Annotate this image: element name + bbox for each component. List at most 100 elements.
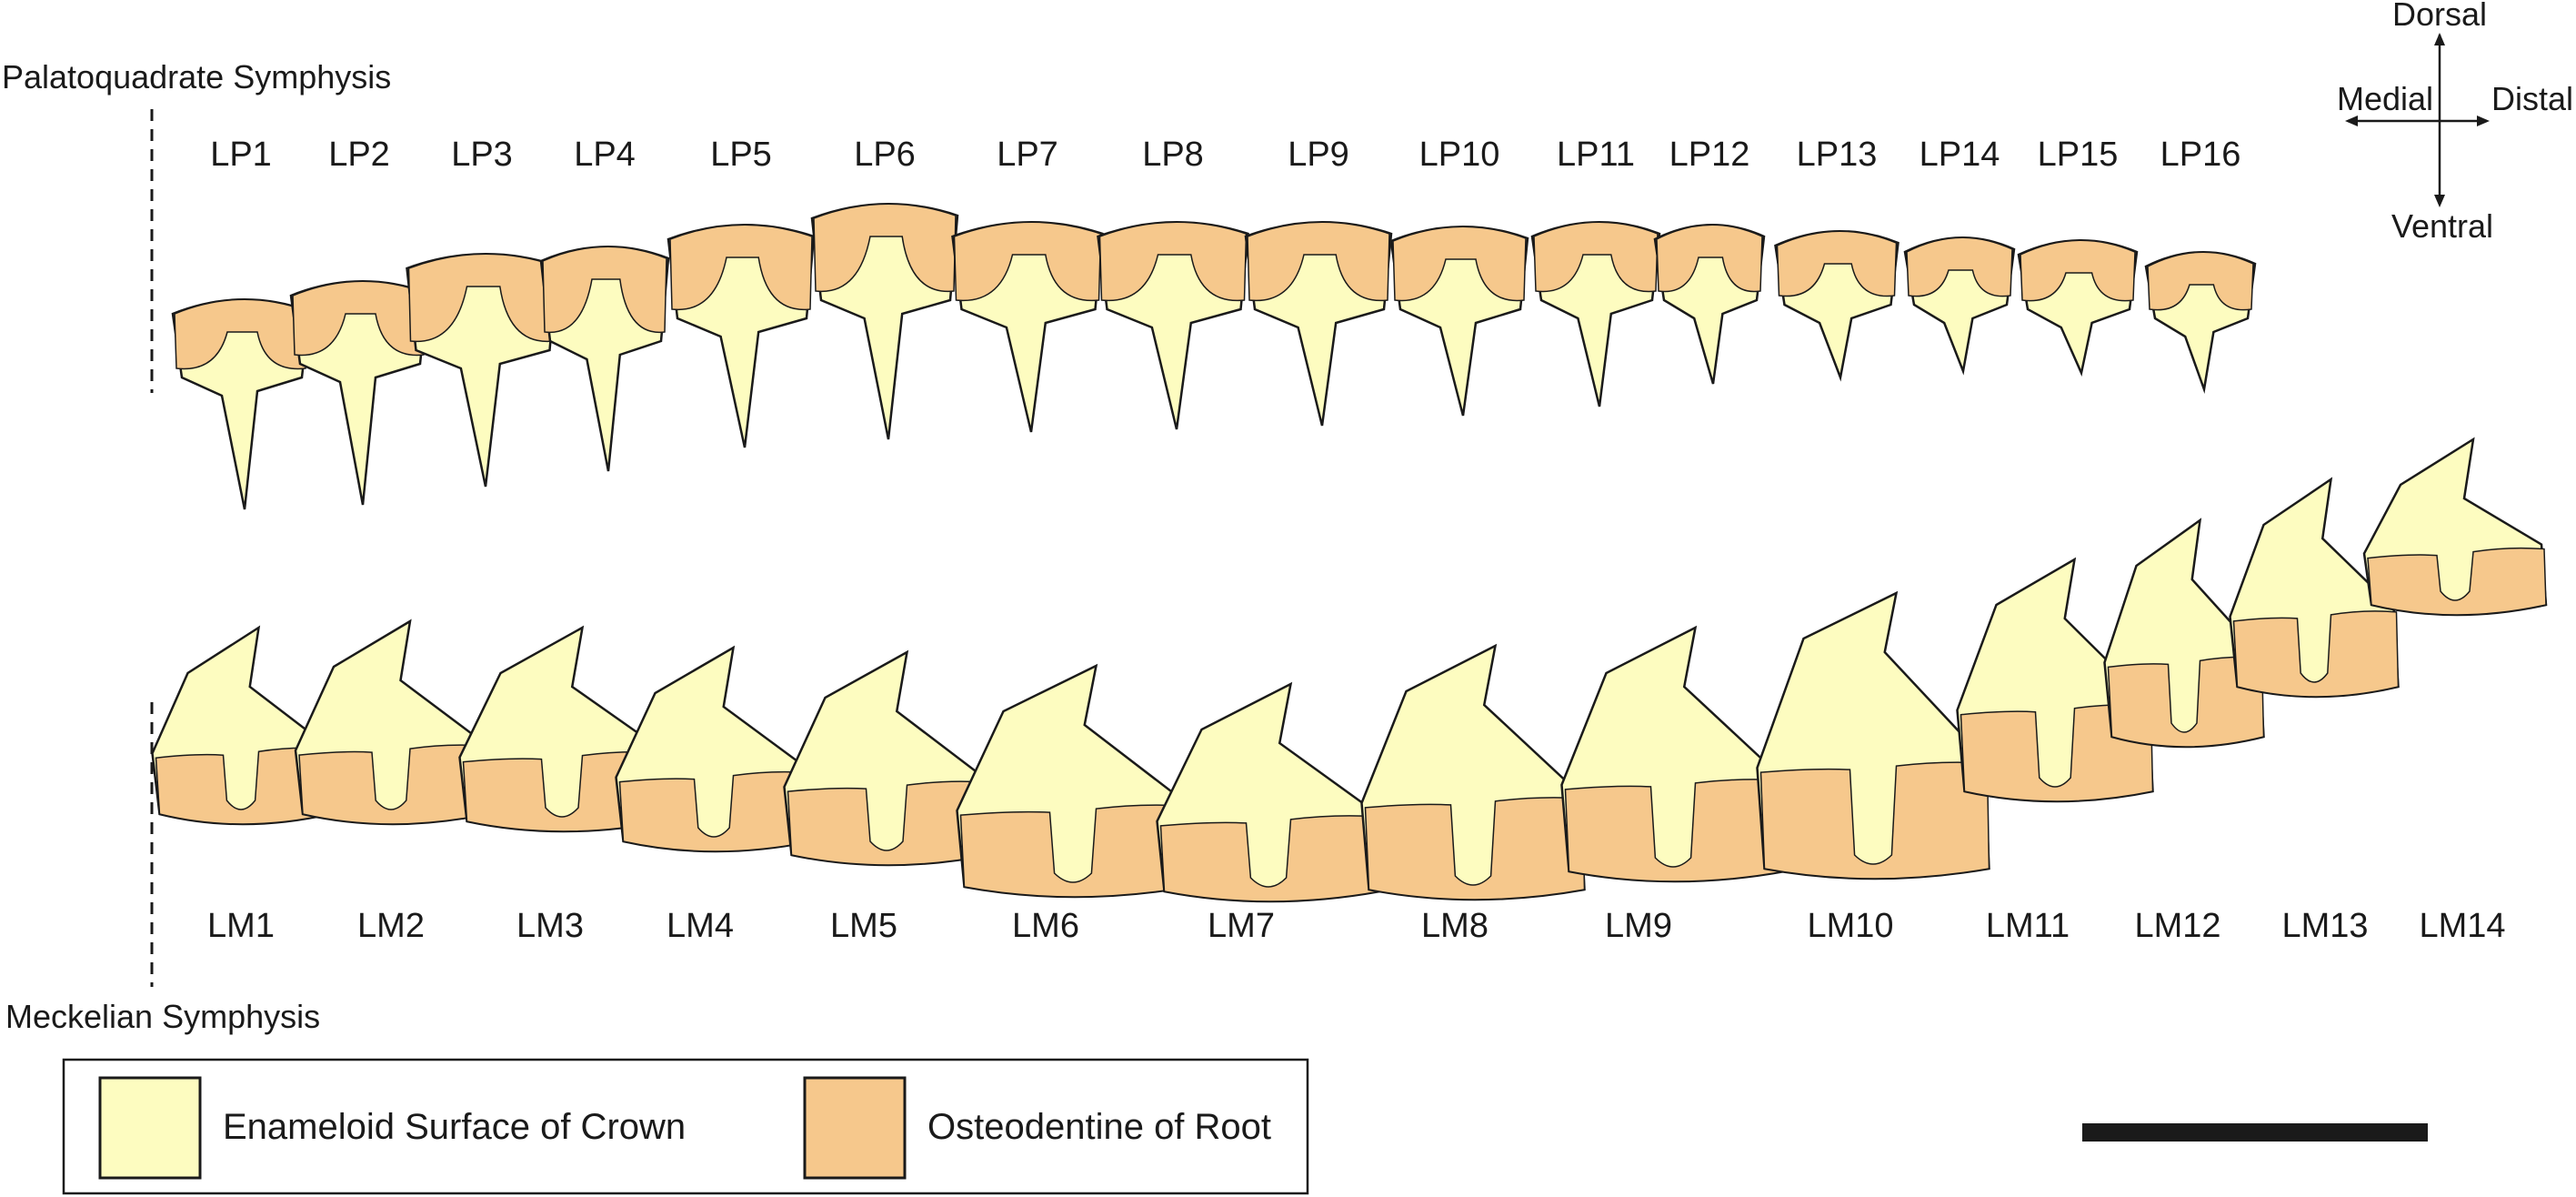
tooth-label-lp3: LP3: [451, 136, 513, 174]
tooth-label-lm4: LM4: [667, 907, 734, 945]
root-shape: [174, 298, 308, 370]
root-shape: [959, 804, 1190, 898]
root-shape: [298, 744, 487, 825]
upper-tooth-lp6: LP6: [810, 136, 959, 440]
tooth-label-lp7: LP7: [997, 136, 1058, 174]
lower-tooth-lm3: LM3: [458, 625, 666, 945]
compass-ventral: Ventral: [2391, 207, 2493, 245]
upper-tooth-lp9: LP9: [1244, 136, 1393, 427]
root-shape: [1759, 761, 1990, 880]
compass-medial: Medial: [2337, 80, 2433, 117]
tooth-label-lm5: LM5: [830, 907, 897, 945]
root-shape: [1098, 221, 1248, 302]
tooth-label-lm11: LM11: [1986, 907, 2070, 945]
root-shape: [407, 253, 556, 343]
upper-tooth-lp10: LP10: [1389, 136, 1529, 417]
lower-tooth-lm4: LM4: [615, 645, 813, 945]
tooth-label-lp12: LP12: [1669, 136, 1750, 174]
tooth-label-lm13: LM13: [2281, 907, 2368, 945]
lower-tooth-lm12: LM12: [2103, 518, 2265, 945]
root-shape: [542, 246, 667, 334]
tooth-label-lp8: LP8: [1142, 136, 1204, 174]
tooth-label-lm3: LM3: [516, 907, 584, 945]
upper-tooth-row: LP1 LP2 LP3 LP4 LP5 LP6 LP7 LP8 LP9 LP10 LP11 LP12 L…: [171, 136, 2257, 510]
tooth-label-lp4: LP4: [574, 136, 636, 174]
tooth-label-lm6: LM6: [1012, 907, 1079, 945]
root-shape: [1392, 226, 1527, 302]
root-shape: [669, 224, 813, 311]
upper-tooth-lp12: LP12: [1653, 136, 1766, 385]
upper-tooth-lp15: LP15: [2017, 136, 2139, 377]
upper-tooth-lp11: LP11: [1530, 136, 1661, 407]
upper-tooth-lp16: LP16: [2144, 136, 2257, 394]
tooth-label-lp5: LP5: [710, 136, 772, 174]
upper-tooth-lp14: LP14: [1903, 136, 2016, 376]
upper-tooth-lp5: LP5: [667, 136, 816, 448]
tooth-label-lm10: LM10: [1807, 907, 1893, 945]
arrow-up-icon: [2434, 33, 2445, 45]
tooth-label-lp6: LP6: [854, 136, 916, 174]
lower-tooth-lm8: LM8: [1360, 643, 1586, 945]
root-shape: [1533, 221, 1659, 293]
tooth-label-lp16: LP16: [2160, 136, 2241, 174]
root-shape: [2147, 251, 2254, 311]
lower-tooth-lm14: LM14: [2362, 437, 2548, 945]
upper-tooth-lp2: LP2: [289, 136, 429, 506]
arrow-down-icon: [2434, 195, 2445, 207]
tooth-label-lm2: LM2: [357, 907, 425, 945]
lower-tooth-lm1: LM1: [151, 625, 331, 945]
upper-tooth-lp1: LP1: [171, 136, 311, 510]
root-shape: [1159, 815, 1381, 902]
tooth-label-lm12: LM12: [2134, 907, 2220, 945]
tooth-label-lp13: LP13: [1797, 136, 1878, 174]
root-shape: [2232, 610, 2400, 698]
root-shape: [1906, 236, 2013, 297]
root-shape: [1364, 797, 1586, 900]
root-shape: [2367, 547, 2547, 616]
legend: Enameloid Surface of Crown Osteodentine …: [62, 1058, 1309, 1195]
tooth-label-lm9: LM9: [1605, 907, 1672, 945]
compass-dorsal: Dorsal: [2392, 0, 2487, 33]
lower-tooth-lm9: LM9: [1560, 625, 1786, 945]
lower-tooth-lm2: LM2: [294, 619, 488, 945]
tooth-label-lp15: LP15: [2038, 136, 2119, 174]
legend-swatch-crown: [98, 1076, 202, 1180]
scale-bar: [2082, 1123, 2428, 1142]
palatoquadrate-symphysis-label: Palatoquadrate Symphysis: [2, 58, 391, 96]
tooth-label-lm7: LM7: [1208, 907, 1275, 945]
root-shape: [1656, 224, 1763, 293]
lower-tooth-lm5: LM5: [783, 649, 990, 945]
upper-tooth-lp4: LP4: [539, 136, 670, 472]
root-shape: [462, 750, 666, 832]
root-shape: [155, 747, 331, 825]
root-shape: [2020, 239, 2136, 302]
lower-tooth-lm7: LM7: [1156, 681, 1381, 945]
tooth-label-lm1: LM1: [207, 907, 275, 945]
lower-tooth-lm13: LM13: [2229, 477, 2400, 945]
root-shape: [1247, 221, 1390, 302]
root-shape: [813, 203, 957, 293]
root-shape: [953, 221, 1102, 302]
lower-tooth-lm10: LM10: [1756, 590, 1990, 945]
meckelian-symphysis-label: Meckelian Symphysis: [5, 998, 320, 1035]
lower-tooth-lm6: LM6: [956, 663, 1190, 945]
root-shape: [2107, 656, 2265, 748]
root-shape: [1776, 230, 1898, 297]
legend-root-label: Osteodentine of Root: [927, 1107, 1271, 1147]
upper-tooth-lp7: LP7: [951, 136, 1104, 433]
arrow-left-icon: [2345, 116, 2358, 126]
upper-tooth-lp13: LP13: [1774, 136, 1899, 382]
root-shape: [1564, 779, 1786, 882]
legend-swatch-root: [803, 1076, 907, 1180]
arrow-right-icon: [2477, 116, 2490, 126]
upper-tooth-lp3: LP3: [406, 136, 558, 488]
tooth-label-lp10: LP10: [1419, 136, 1500, 174]
root-shape: [1960, 704, 2154, 802]
tooth-label-lp11: LP11: [1557, 136, 1635, 174]
tooth-label-lp1: LP1: [210, 136, 272, 174]
root-shape: [787, 780, 990, 866]
tooth-label-lp14: LP14: [1919, 136, 2000, 174]
orientation-compass: Dorsal Ventral Medial Distal: [2337, 0, 2573, 245]
